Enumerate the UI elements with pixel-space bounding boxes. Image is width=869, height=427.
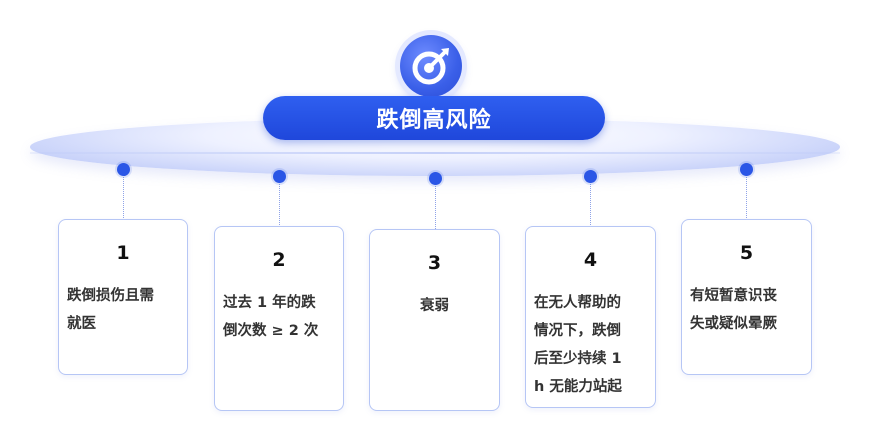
risk-card-4: 4 在无人帮助的 情况下，跌倒 后至少持续 1 h 无能力站起 bbox=[525, 226, 656, 408]
card-text: 跌倒损伤且需 就医 bbox=[67, 288, 154, 332]
connector-dot-4 bbox=[584, 170, 597, 183]
connector-line-2 bbox=[279, 182, 280, 227]
connector-line-4 bbox=[590, 182, 591, 227]
card-number: 4 bbox=[583, 249, 598, 271]
connector-line-5 bbox=[746, 175, 747, 220]
card-number: 1 bbox=[116, 242, 130, 264]
platform-rim bbox=[30, 152, 840, 154]
card-text: 过去 1 年的跌 倒次数 ≥ 2 次 bbox=[223, 295, 319, 339]
card-text: 有短暂意识丧 失或疑似晕厥 bbox=[690, 288, 777, 332]
connector-dot-1 bbox=[117, 163, 130, 176]
card-number: 2 bbox=[272, 249, 286, 271]
connector-line-3 bbox=[435, 184, 436, 229]
card-number: 5 bbox=[739, 242, 754, 264]
connector-line-1 bbox=[123, 175, 124, 220]
diagram-title: 跌倒高风险 bbox=[263, 96, 605, 140]
card-text: 衰弱 bbox=[420, 298, 449, 314]
connector-dot-2 bbox=[273, 170, 286, 183]
risk-card-1: 1 跌倒损伤且需 就医 bbox=[58, 219, 188, 375]
risk-card-5: 5 有短暂意识丧 失或疑似晕厥 bbox=[681, 219, 812, 375]
risk-card-2: 2 过去 1 年的跌 倒次数 ≥ 2 次 bbox=[214, 226, 344, 411]
connector-dot-5 bbox=[740, 163, 753, 176]
card-text: 在无人帮助的 情况下，跌倒 后至少持续 1 h 无能力站起 bbox=[534, 295, 622, 395]
target-arrow-icon bbox=[400, 35, 462, 97]
connector-dot-3 bbox=[429, 172, 442, 185]
risk-card-3: 3 衰弱 bbox=[369, 229, 500, 411]
card-number: 3 bbox=[427, 252, 442, 274]
